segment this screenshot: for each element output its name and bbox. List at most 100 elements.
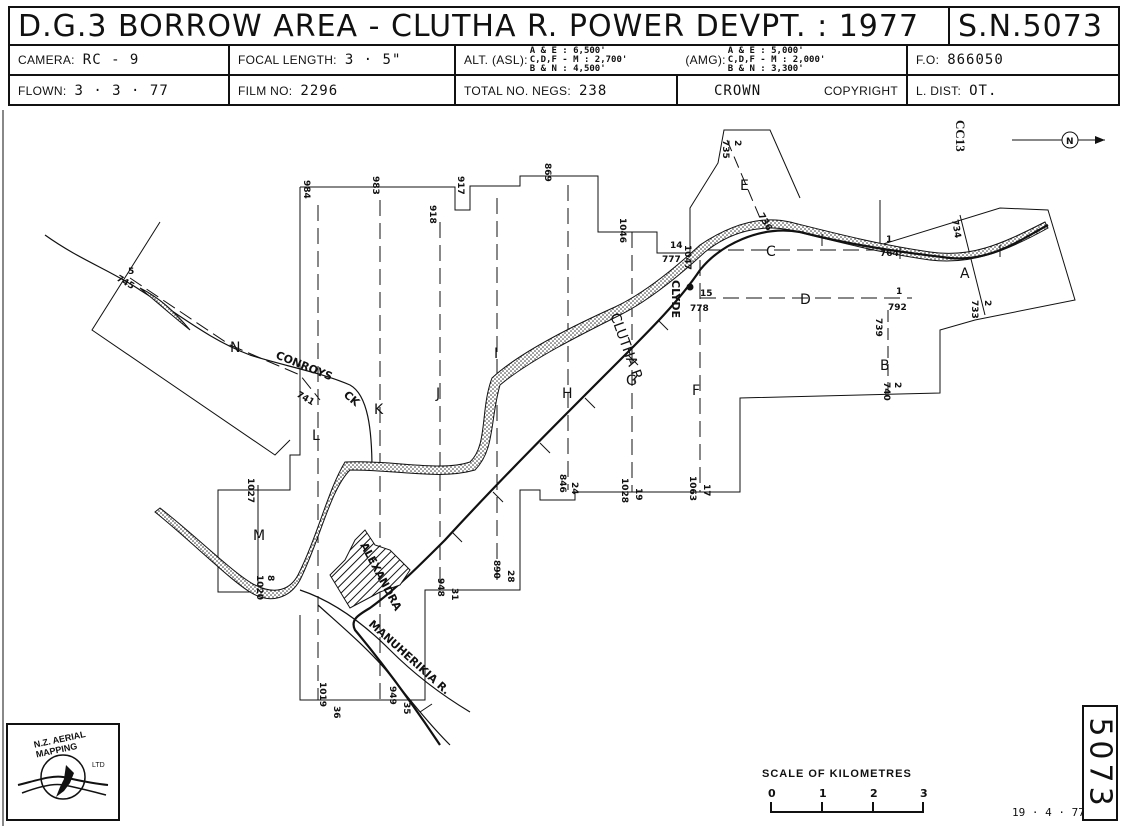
clyde-point [686, 283, 694, 291]
camera-value: RC - 9 [82, 52, 140, 68]
frame-number: 890 [491, 560, 501, 579]
dist-cell: L. DIST: OT. [908, 76, 1122, 106]
film-cell: FILM NO: 2296 [230, 76, 456, 106]
frame-number: 740 [881, 382, 891, 401]
frame-number: 739 [873, 318, 883, 337]
frame-number: 1046 [617, 218, 627, 243]
alt-asl-line: A & E : 6,500' [529, 45, 606, 56]
nz-aerial-mapping-logo: N.Z. AERIAL MAPPING LTD [6, 723, 120, 821]
frame-number: 1028 [619, 478, 629, 503]
frame-number: 983 [370, 176, 380, 195]
north-arrow-circle [1061, 131, 1079, 149]
frame-number: 28 [505, 570, 515, 583]
frame-number: 24 [569, 482, 579, 495]
frame-number: 5 [128, 267, 134, 277]
run-line-n [129, 277, 321, 401]
flown-label: FLOWN: [18, 84, 67, 98]
boundary-n [91, 221, 291, 456]
frame-number: 764 [880, 249, 899, 259]
run-letter-g: G [626, 373, 637, 389]
scale-tick-label: 0 [768, 787, 776, 800]
railway-tick [627, 354, 639, 366]
run-letter-m: M [253, 528, 265, 544]
focal-label: FOCAL LENGTH: [238, 53, 337, 67]
frame-number: 846 [557, 474, 567, 493]
logo-globe [40, 754, 86, 800]
manuherikia-river [299, 589, 471, 713]
frame-number: 778 [690, 304, 709, 314]
header-row-camera: CAMERA: RC - 9 FOCAL LENGTH: 3 · 5" ALT.… [10, 46, 1118, 76]
frame-number: 734 [949, 219, 962, 239]
focal-value: 3 · 5" [344, 52, 402, 68]
dist-value: OT. [969, 83, 998, 99]
label-conroys: CONROYS [274, 349, 335, 384]
alt-amg-line: B & N : 3,300' [727, 63, 804, 74]
railway-tick [584, 397, 596, 409]
scale-legend: SCALE OF KILOMETRES 0 1 2 3 [760, 768, 960, 818]
sheet-number: S.N.5073 [958, 8, 1103, 44]
frame-number: 15 [700, 289, 713, 299]
railway-tick [451, 531, 463, 543]
run-letter-e: E [740, 178, 749, 194]
run-letter-b: B [880, 358, 890, 374]
drawing-date: 19 · 4 · 77 [1012, 806, 1085, 819]
clutha-river-band [154, 219, 1049, 600]
frame-number: 918 [427, 205, 437, 224]
frame-number: 1063 [687, 476, 697, 501]
negs-label: TOTAL NO. NEGS: [464, 84, 571, 98]
north-arrow: N [1012, 131, 1105, 149]
alt-asl-lines: A & E : 6,500' C,D,F - M : 2,700' B & N … [529, 45, 628, 74]
label-ck: CK [341, 388, 362, 409]
north-arrow-head [1095, 136, 1105, 144]
logo-emblem: LTD [17, 754, 109, 800]
conroys-creek [44, 234, 373, 471]
frame-number: 1 [896, 287, 902, 297]
railway-tick [492, 491, 504, 503]
run-letter-c: C [766, 244, 776, 260]
railway-line [352, 224, 1049, 746]
alt-amg-line: C,D,F - M : 2,000' [727, 54, 826, 65]
side-sheet-number-text: 5073 [1082, 716, 1118, 810]
alt-asl-line: C,D,F - M : 2,700' [529, 54, 628, 65]
boundary-top [300, 129, 801, 254]
alt-amg-lines: A & E : 5,000' C,D,F - M : 2,000' B & N … [727, 45, 826, 74]
dist-label: L. DIST: [916, 84, 962, 98]
frame-number: 869 [542, 163, 552, 182]
boundary-right [299, 200, 1076, 701]
film-label: FILM NO: [238, 84, 293, 98]
frame-number: 984 [301, 180, 311, 199]
camera-cell: CAMERA: RC - 9 [10, 46, 230, 74]
frame-number: 1 [886, 235, 892, 245]
frame-number: 1019 [317, 682, 327, 707]
frame-number: 36 [331, 706, 341, 719]
header-table: D.G.3 BORROW AREA - CLUTHA R. POWER DEVP… [8, 6, 1120, 106]
negs-value: 238 [578, 83, 608, 99]
frame-number: 14 [670, 241, 683, 251]
frame-number: 733 [969, 300, 979, 319]
fo-label: F.O: [916, 53, 940, 67]
frame-number: 35 [401, 702, 411, 715]
frame-number: 1020 [254, 575, 264, 600]
copyright-text: COPYRIGHT [823, 84, 898, 98]
alt-asl: ALT. (ASL): A & E : 6,500' C,D,F - M : 2… [464, 45, 628, 74]
scale-tick-label: 2 [870, 787, 878, 800]
sheet-number-cell: S.N.5073 [950, 8, 1122, 44]
frame-number: 741 [295, 390, 316, 408]
area-boundaries [91, 129, 1076, 701]
frame-number: 2 [892, 382, 902, 388]
crown-text: CROWN [714, 83, 762, 99]
frame-number: 917 [455, 176, 465, 195]
alt-asl-line: B & N : 4,500' [529, 63, 606, 74]
boundary-left [217, 187, 301, 593]
alt-amg-label: (AMG): [685, 53, 726, 67]
label-manuherikia: MANUHERIKIA R. [366, 618, 453, 698]
frame-number: 1047 [682, 245, 692, 270]
alt-amg-line: A & E : 5,000' [727, 45, 804, 56]
fo-value: 866050 [947, 52, 1004, 68]
film-value: 2296 [300, 83, 339, 99]
north-label: N [1066, 137, 1074, 147]
run-letter-d: D [800, 292, 811, 308]
scale-title: SCALE OF KILOMETRES [762, 768, 912, 780]
alt-amg: (AMG): A & E : 5,000' C,D,F - M : 2,000'… [685, 45, 826, 74]
